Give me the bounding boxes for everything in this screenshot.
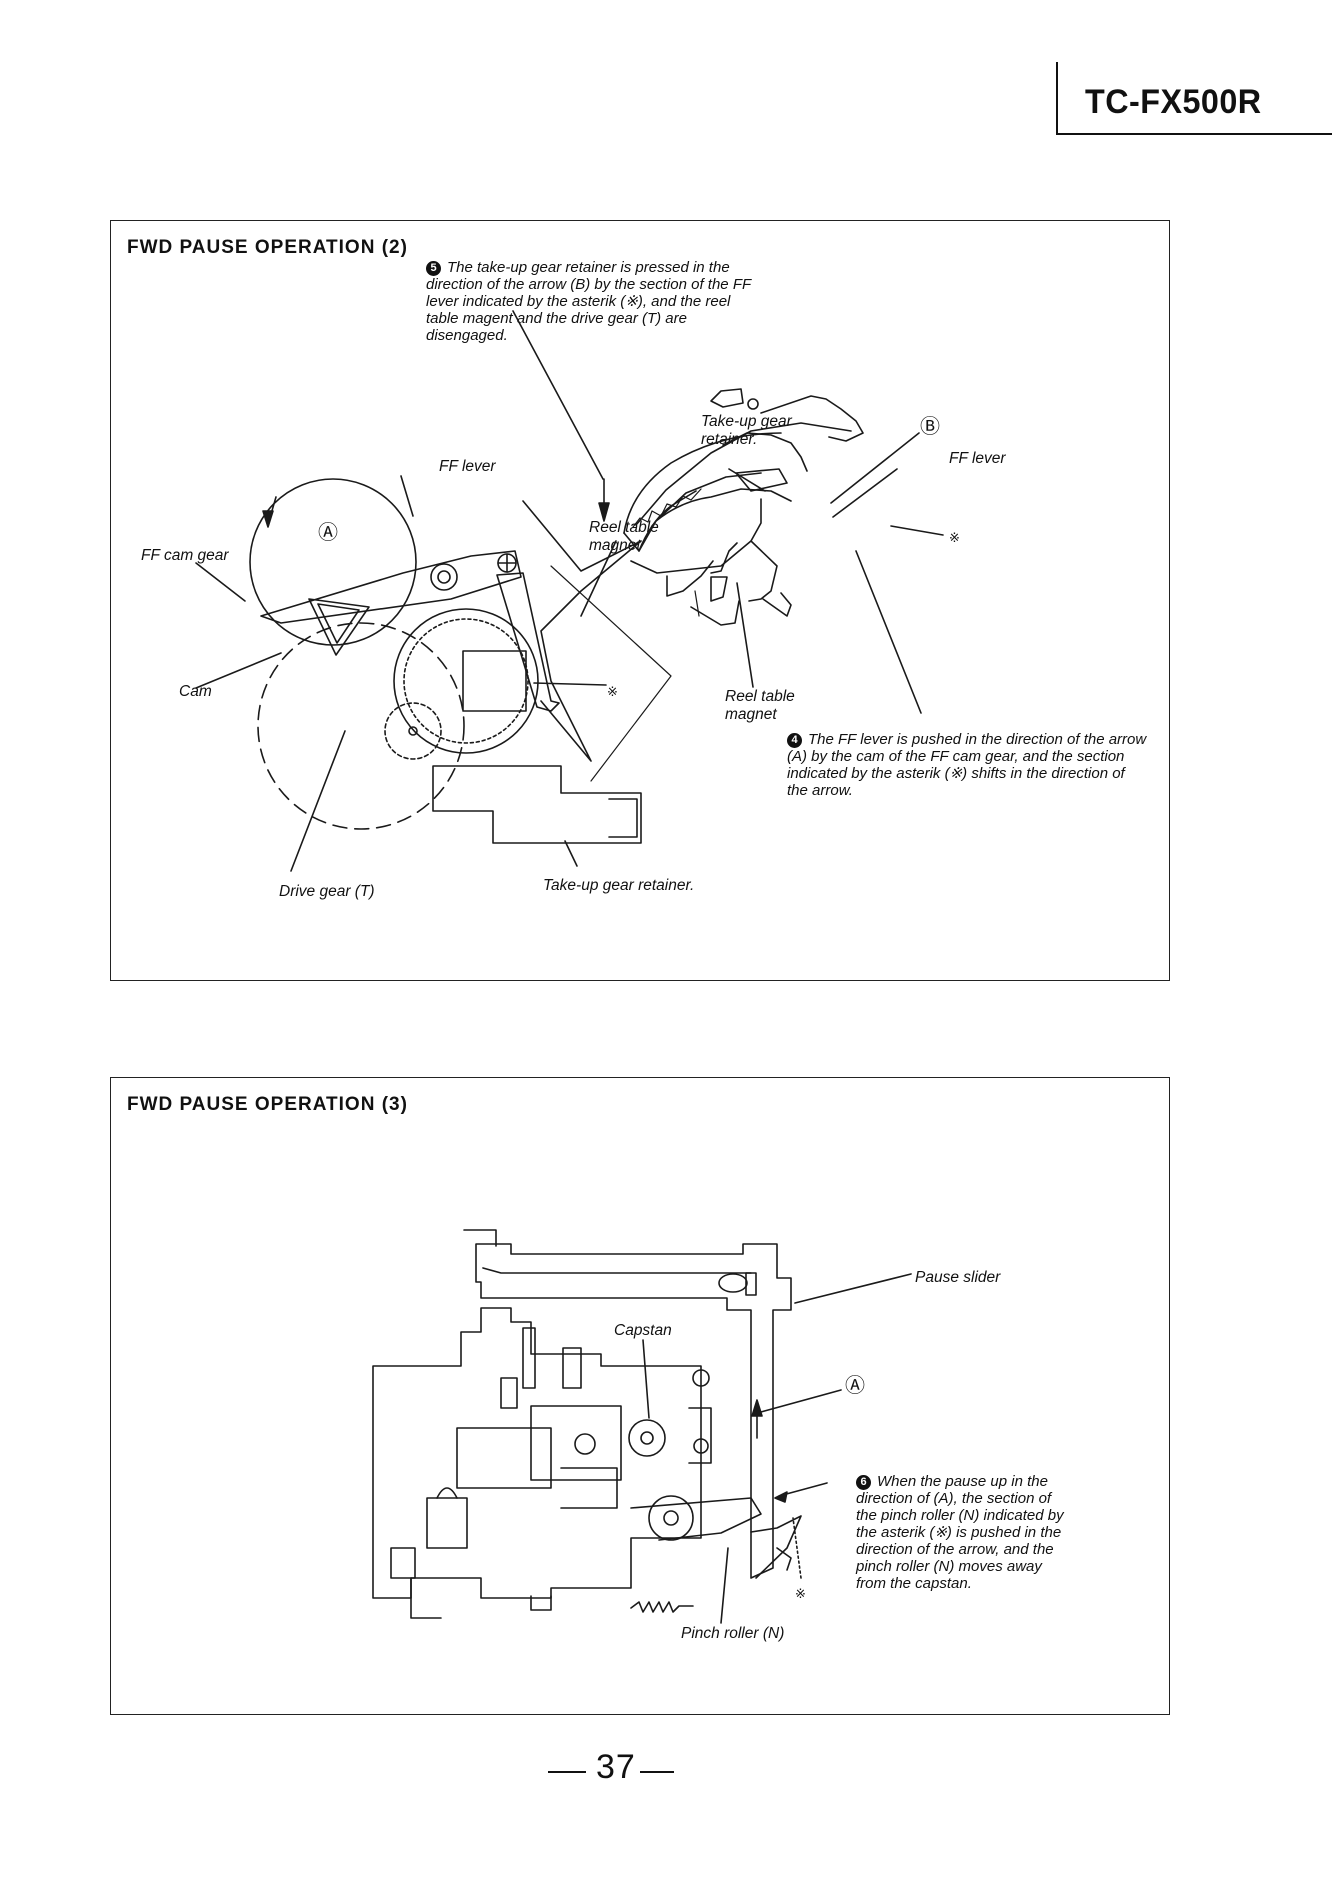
- note-text: The take-up gear retainer is pressed in …: [426, 259, 751, 344]
- label-cam: Cam: [179, 683, 212, 700]
- page-number-dash-left: [548, 1771, 586, 1773]
- label-reel-table-magnet-left: Reel table magnet: [589, 519, 659, 554]
- reel-magnet-shape: [462, 650, 527, 712]
- capstan-shape: [628, 1419, 666, 1457]
- marker-a: Ⓐ: [845, 1375, 865, 1397]
- takeup-retainer-shape: [432, 765, 642, 844]
- page-number-dash-right: [640, 1771, 674, 1773]
- panel-title: FWD PAUSE OPERATION (3): [127, 1094, 408, 1115]
- label-ff-cam-gear: FF cam gear: [141, 547, 229, 564]
- step-number-badge: 4: [787, 733, 802, 748]
- step-number-badge: 6: [856, 1475, 871, 1490]
- step-number-badge: 5: [426, 261, 441, 276]
- drive-gear-shape: [257, 622, 465, 830]
- note-text: When the pause up in the direction of (A…: [856, 1473, 1064, 1592]
- mechanism-diagram-1: [195, 310, 944, 872]
- label-capstan: Capstan: [614, 1322, 672, 1339]
- page-number: 37: [596, 1748, 636, 1786]
- idler-gear-shape: [384, 702, 442, 760]
- spring-shape: [630, 1601, 694, 1613]
- note-text: The FF lever is pushed in the direction …: [787, 731, 1147, 799]
- mechanism-diagram-2: [372, 1229, 912, 1624]
- pinch-roller-shape: [648, 1495, 694, 1541]
- asterisk-marker-right: ※: [949, 530, 960, 545]
- reel-gear-shape: [393, 608, 539, 754]
- ff-lever-shape: [260, 550, 522, 624]
- header-rule-vertical: [1056, 62, 1058, 134]
- ff-cam-gear-shape: [249, 478, 417, 646]
- label-ff-lever-right: FF lever: [949, 450, 1006, 467]
- label-pause-slider: Pause slider: [915, 1269, 1001, 1286]
- marker-a: Ⓐ: [318, 522, 338, 544]
- model-number: TC-FX500R: [1085, 83, 1262, 121]
- panel-fwd-pause-3: FWD PAUSE OPERATION (3) Pause slider Cap…: [110, 1077, 1170, 1715]
- asterisk-marker-left: ※: [607, 684, 618, 699]
- chassis-slot: [522, 1327, 536, 1389]
- pause-slider-shape: [475, 1243, 792, 1579]
- asterisk-marker: ※: [795, 1586, 806, 1601]
- header-rule-horizontal: [1056, 133, 1332, 135]
- label-ff-lever-left: FF lever: [439, 458, 496, 475]
- cam-shape: [308, 598, 370, 656]
- reel-table-arc: [635, 422, 852, 526]
- label-reel-table-magnet-right: Reel table magnet: [725, 688, 795, 723]
- label-takeup-retainer-bottom: Take-up gear retainer.: [543, 877, 695, 894]
- label-drive-gear: Drive gear (T): [279, 883, 375, 900]
- mechanism-chassis: [372, 1307, 702, 1599]
- marker-b: Ⓑ: [920, 416, 940, 438]
- label-pinch-roller: Pinch roller (N): [681, 1625, 785, 1642]
- panel-title: FWD PAUSE OPERATION (2): [127, 237, 408, 258]
